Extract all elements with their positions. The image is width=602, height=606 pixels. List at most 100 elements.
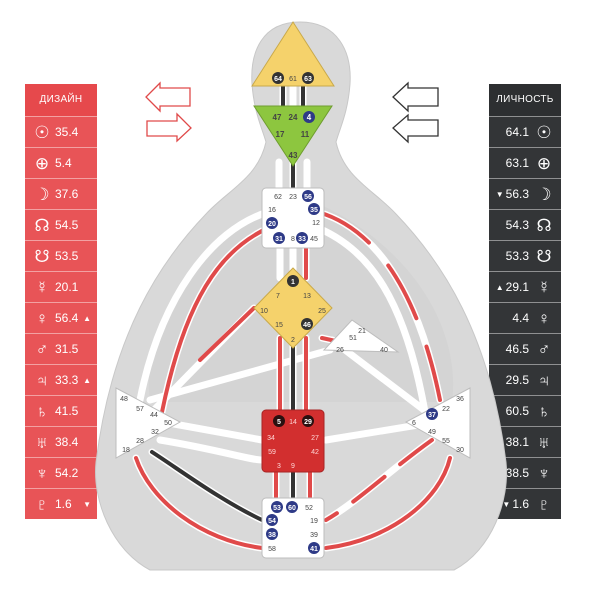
design-row: ♇1.6▼ [25, 488, 97, 519]
gate-number: 1 [291, 279, 295, 286]
gate-number: 48 [120, 396, 128, 403]
design-row: ⊕5.4 [25, 147, 97, 178]
gate-number: 22 [442, 406, 450, 413]
design-value: 54.5 [55, 218, 79, 232]
design-row: ♂ 31.5 [25, 333, 97, 364]
gate-number: 11 [301, 130, 310, 139]
gate-highlight [271, 501, 283, 513]
gate-number: 41 [310, 546, 318, 553]
personality-row: 63.1⊕ [489, 147, 561, 178]
gate-number: 3 [277, 463, 281, 470]
design-row: ☽37.6 [25, 178, 97, 209]
design-row: ☊54.5 [25, 209, 97, 240]
gate-number: 38 [268, 532, 276, 539]
solar-plexus-center [404, 387, 471, 459]
personality-row: 54.3☊ [489, 209, 561, 240]
heart-center [322, 319, 400, 353]
design-value: 1.6 [55, 497, 72, 511]
personality-arrows [392, 81, 439, 144]
personality-value: 29.5 [505, 373, 529, 387]
uranus-icon: ♅ [537, 432, 551, 452]
personality-row: 53.3 ☋ [489, 240, 561, 271]
gate-number: 9 [291, 463, 295, 470]
gate-number: 12 [312, 220, 320, 227]
gate-highlight [302, 72, 314, 84]
venus-icon: ♀ [35, 308, 49, 328]
design-row: ♆ 54.2 [25, 457, 97, 488]
jupiter-icon: ♃ [35, 370, 49, 390]
gate-number: 35 [310, 207, 318, 214]
moon-icon: ☽ [536, 184, 552, 204]
gate-number: 29 [304, 419, 312, 426]
gate-number: 53 [273, 505, 281, 512]
gate-number: 10 [260, 308, 268, 315]
gate-highlight [287, 275, 299, 287]
gate-number: 13 [303, 293, 311, 300]
design-row: ☉35.4 [25, 116, 97, 147]
gate-number: 37 [428, 412, 436, 419]
gate-highlight [273, 415, 285, 427]
gate-number: 28 [136, 438, 144, 445]
gate-number: 47 [273, 113, 282, 122]
mercury-icon: ☿ [537, 277, 551, 297]
mars-icon: ♂ [35, 339, 49, 359]
design-value: 5.4 [55, 156, 72, 170]
sun-icon: ☉ [536, 122, 552, 142]
personality-value: 56.3 [505, 187, 529, 201]
gate-number: 54 [268, 518, 276, 525]
design-row: ♀56.4▲ [25, 302, 97, 333]
gate-number: 20 [268, 221, 276, 228]
gate-number: 23 [289, 194, 297, 201]
personality-row: 29.5 ♃ [489, 364, 561, 395]
design-value: 53.5 [55, 249, 79, 263]
design-row: ♄41.5 [25, 395, 97, 426]
gate-highlight [308, 203, 320, 215]
gate-highlight [296, 232, 308, 244]
gate-number: 17 [276, 130, 285, 139]
gate-number: 16 [268, 207, 276, 214]
design-value: 38.4 [55, 435, 79, 449]
spleen-center [115, 387, 182, 459]
design-row: ☿20.1 [25, 271, 97, 302]
gate-highlight [273, 232, 285, 244]
personality-value: 4.4 [512, 311, 529, 325]
design-value: 54.2 [55, 466, 79, 480]
earth-icon: ⊕ [536, 153, 552, 173]
arrow-down-icon: ▼ [495, 189, 504, 199]
design-panel: ДИЗАЙН ☉35.4⊕5.4☽37.6☊54.5 ☋ 53.5 ☿20.1♀56.… [25, 84, 97, 519]
arrow-up-icon: ▲ [495, 282, 504, 292]
gate-number: 50 [164, 420, 172, 427]
gate-number: 49 [428, 429, 436, 436]
personality-value: 60.5 [505, 404, 529, 418]
mars-icon: ♂ [537, 339, 551, 359]
sun-icon: ☉ [34, 122, 50, 142]
gate-number: 33 [298, 236, 306, 243]
gate-number: 15 [275, 322, 283, 329]
gate-number: 42 [311, 449, 319, 456]
neptune-icon: ♆ [537, 463, 551, 483]
personality-value: 53.3 [505, 249, 529, 263]
arrow-up-icon: ▲ [83, 375, 91, 385]
gate-number: 43 [289, 151, 298, 160]
gate-highlight [303, 111, 315, 123]
gate-number: 46 [303, 322, 311, 329]
saturn-icon: ♄ [35, 401, 49, 421]
gate-highlight [308, 542, 320, 554]
south-node-icon: ☋ [536, 246, 552, 266]
design-value: 31.5 [55, 342, 79, 356]
neptune-icon: ♆ [35, 463, 49, 483]
personality-row: 4.4♀ [489, 302, 561, 333]
gate-number: 56 [304, 194, 312, 201]
south-node-icon: ☋ [34, 246, 50, 266]
gate-number: 58 [268, 546, 276, 553]
personality-row: 46.5♂ [489, 333, 561, 364]
gate-number: 59 [268, 449, 276, 456]
gate-number: 40 [380, 347, 388, 354]
gate-number: 19 [310, 518, 318, 525]
gate-number: 44 [150, 412, 158, 419]
gate-number: 6 [412, 420, 416, 427]
mercury-icon: ☿ [35, 277, 49, 297]
jupiter-icon: ♃ [537, 370, 551, 390]
design-title: ДИЗАЙН [25, 84, 97, 116]
